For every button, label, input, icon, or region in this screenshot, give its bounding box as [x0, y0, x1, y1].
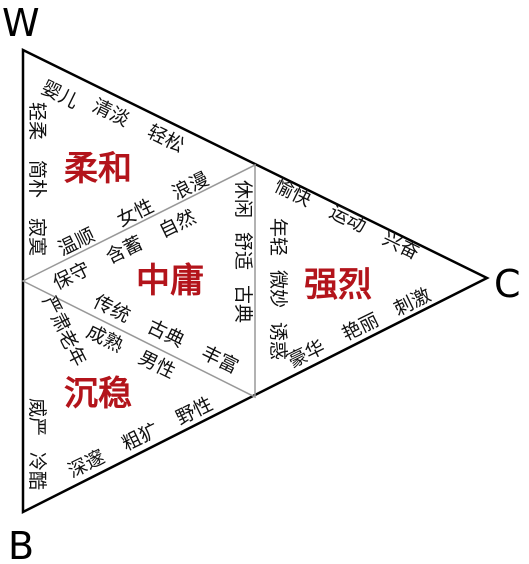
word-label: 休闲	[232, 180, 254, 218]
region-label-rouhe: 柔和	[64, 149, 132, 189]
word-label: 微妙	[267, 270, 289, 308]
word-label: 诱惑	[267, 322, 289, 360]
word-label: 寂寞	[26, 218, 48, 256]
region-label-zhongyong: 中庸	[136, 261, 204, 301]
word-label: 年轻	[267, 218, 289, 256]
vertex-label-c: C	[494, 262, 521, 306]
region-label-qianglie: 强烈	[304, 265, 372, 305]
region-label-chenwen: 沉稳	[64, 374, 132, 414]
word-label: 古典	[232, 285, 254, 323]
vertex-label-b: B	[8, 524, 34, 564]
word-label: 舒适	[232, 232, 254, 270]
word-label: 威严	[26, 398, 48, 436]
vertex-label-w: W	[2, 1, 40, 45]
word-label: 冷酷	[26, 452, 48, 490]
word-label: 简朴	[26, 160, 48, 198]
word-label: 轻柔	[26, 102, 48, 140]
inner-divider-triangle	[21, 163, 256, 399]
